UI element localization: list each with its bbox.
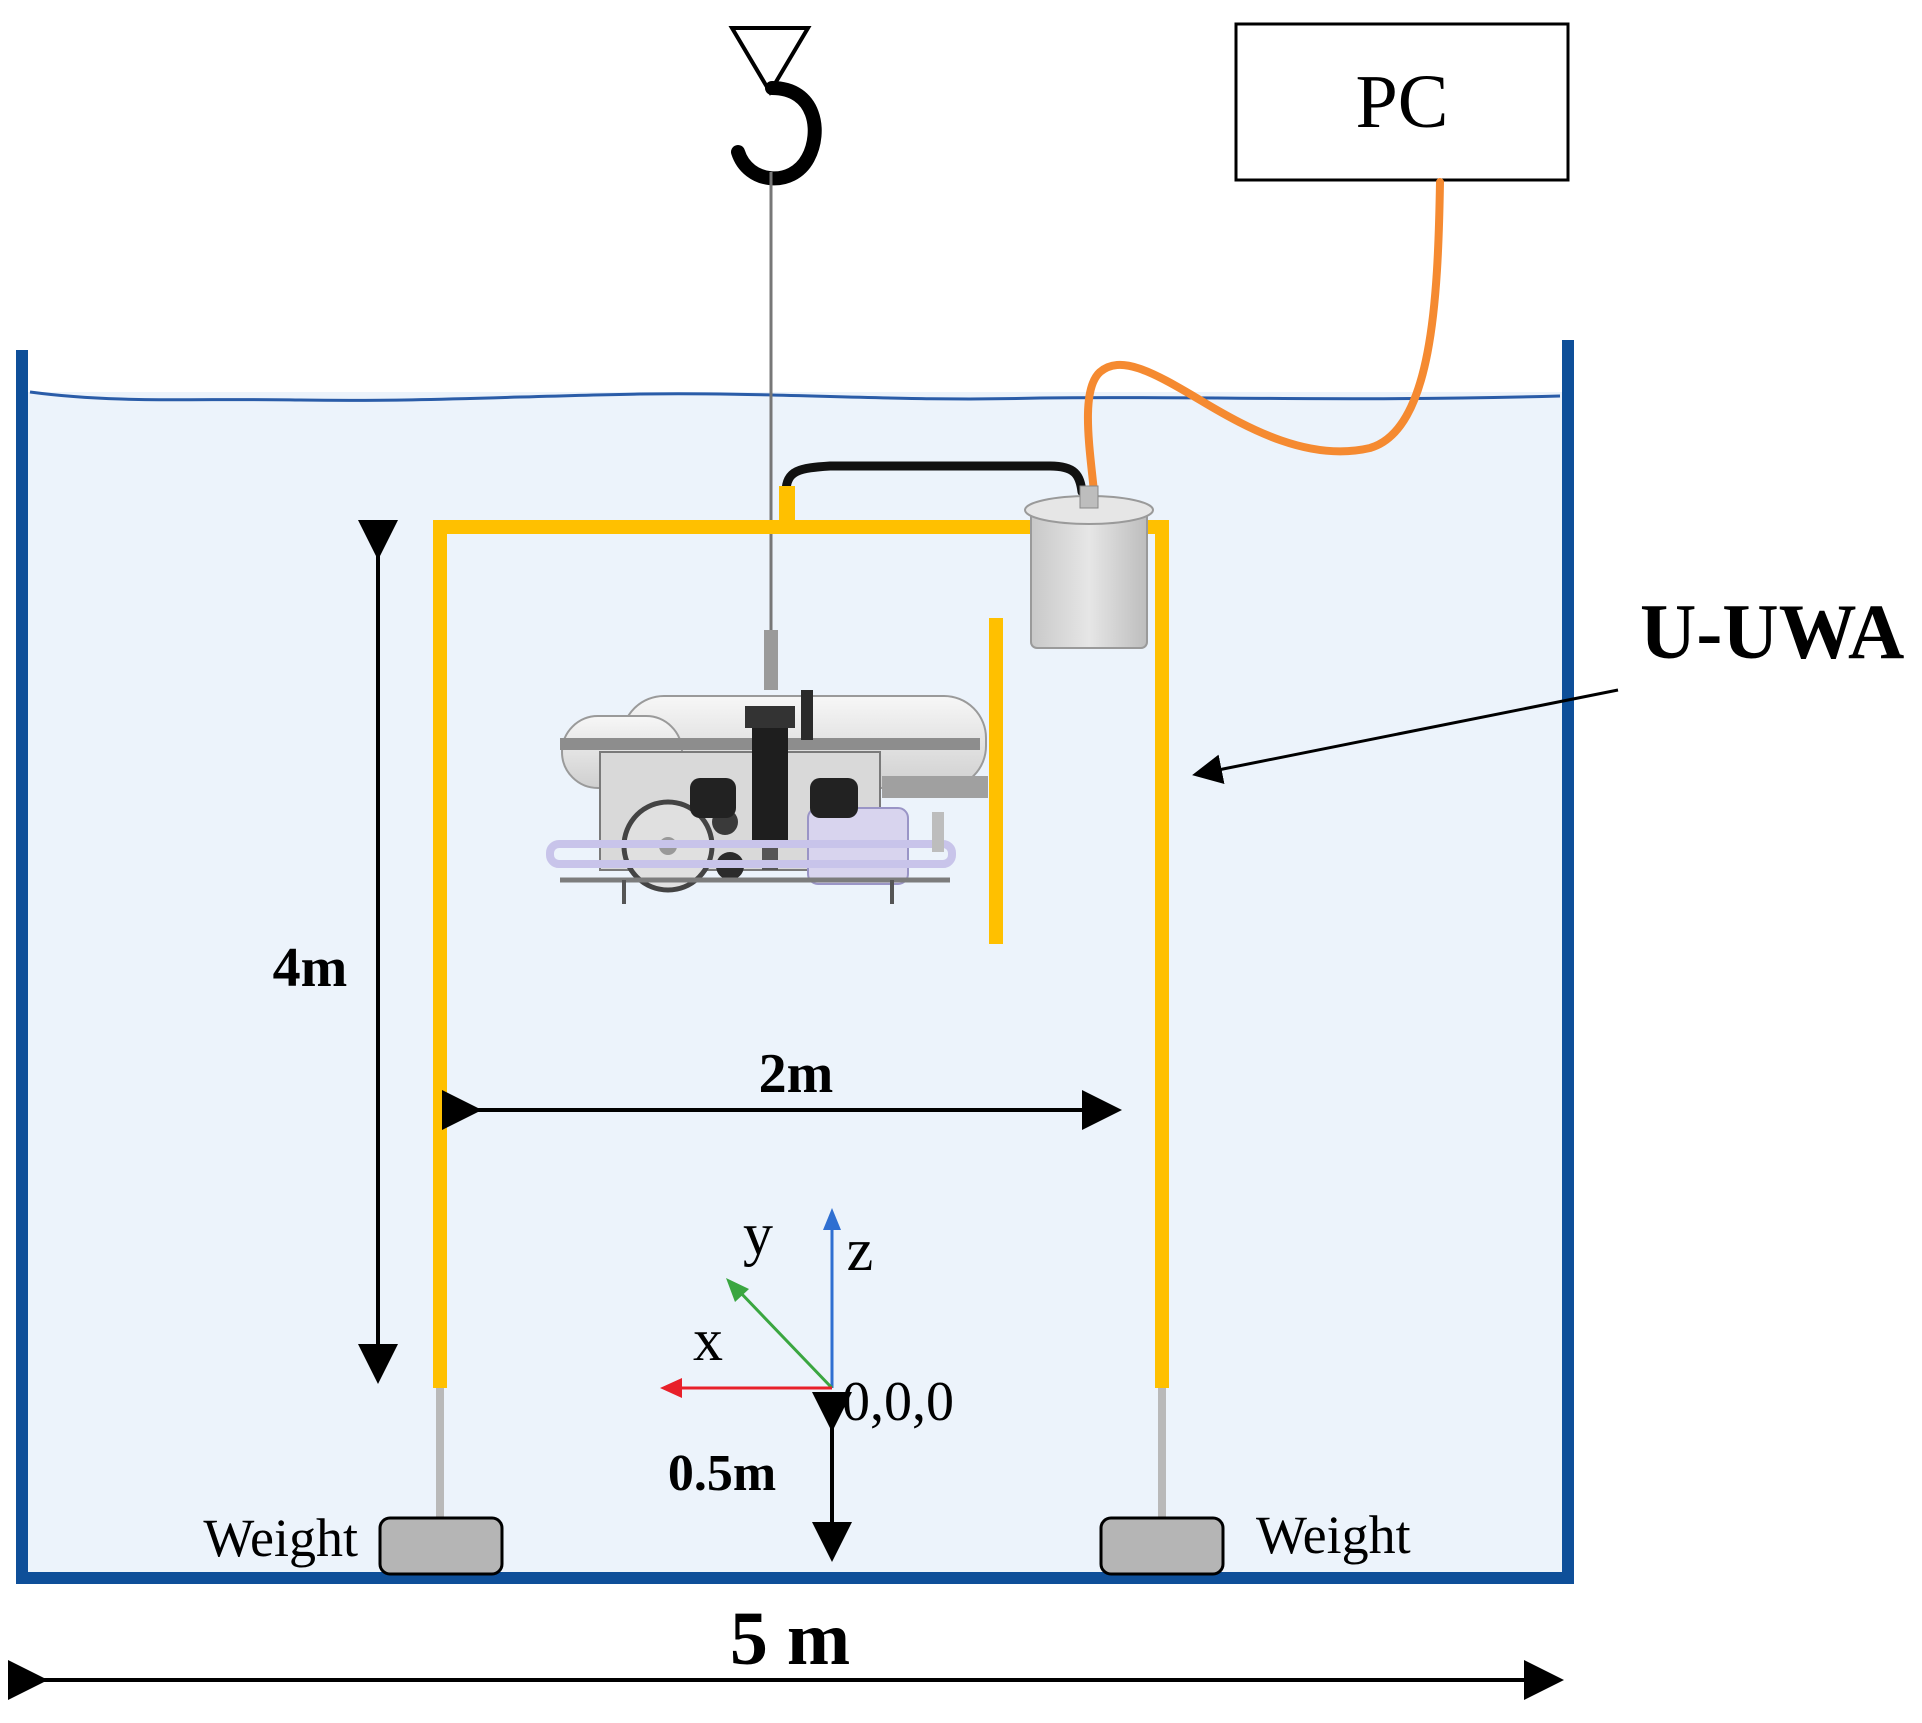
weight-left-label: Weight [203, 1508, 358, 1568]
offset-label: 0.5m [668, 1445, 776, 1502]
sensor-canister [1024, 485, 1154, 649]
axis-x-label: x [693, 1307, 723, 1373]
pc-cable [1084, 178, 1444, 496]
tank-wall [16, 340, 1574, 1584]
weight-right [1099, 1516, 1225, 1576]
height-label: 4m [273, 937, 348, 999]
axis-z-label: z [847, 1217, 874, 1283]
water-body [22, 392, 1568, 1577]
coordinate-axes [660, 1208, 841, 1398]
cable-mount [779, 486, 795, 520]
sensor-cable [781, 461, 1087, 497]
frame-width-label: 2m [759, 1043, 834, 1105]
weight-right-label: Weight [1256, 1505, 1411, 1565]
axis-y-label: y [743, 1201, 773, 1267]
uuwa-pointer-arrow [1192, 688, 1619, 785]
pc-box [1234, 22, 1570, 182]
u-frame [433, 520, 1169, 1388]
origin-label: 0,0,0 [842, 1371, 954, 1433]
uuwa-label: U-UWA [1640, 588, 1904, 675]
water-surface-line [29, 390, 1561, 402]
tank-width-label: 5 m [730, 1597, 850, 1681]
weight-left [378, 1516, 504, 1576]
pc-label: PC [1356, 60, 1449, 144]
hook-icon [728, 26, 822, 186]
rov-vehicle [546, 630, 988, 904]
